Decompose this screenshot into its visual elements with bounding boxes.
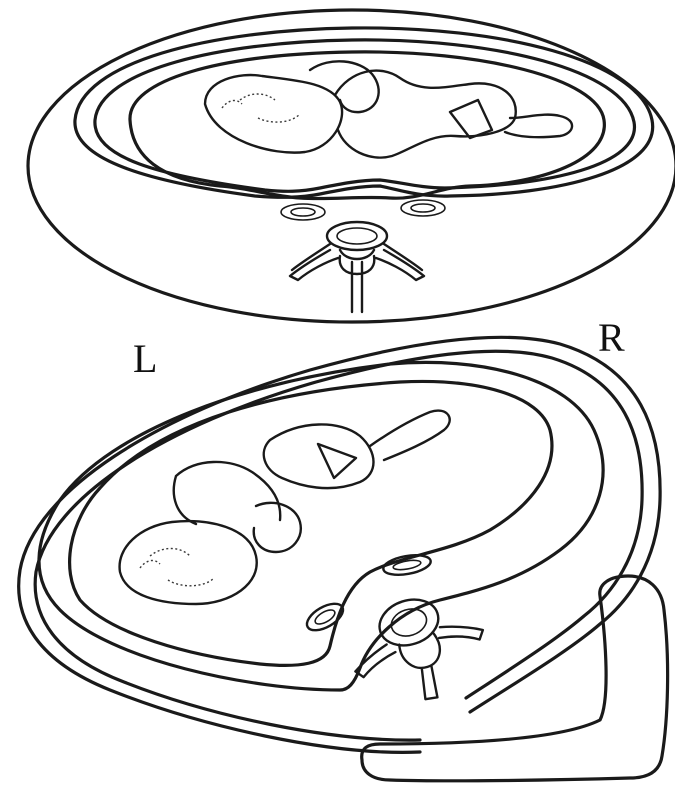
- right-side-label: R: [598, 318, 625, 358]
- vessel-left-inner-top: [291, 208, 315, 216]
- vertebra-bottom: [339, 581, 498, 719]
- vertebral-arch-bottom: [350, 615, 498, 719]
- fetus-body-top: [335, 71, 516, 158]
- left-side-label: L: [133, 339, 157, 379]
- tilt-wedge: [362, 576, 668, 781]
- transverse-process-top: [290, 250, 424, 280]
- vertebra-top: [290, 222, 424, 312]
- supine-cross-section: [28, 10, 675, 322]
- uterine-wall-tilted: [39, 362, 603, 690]
- vessel-right-top: [401, 200, 445, 216]
- fetus-body-bottom: [174, 462, 280, 524]
- vessel-right-inner-top: [411, 204, 435, 212]
- fetus-knee-bottom: [318, 444, 356, 478]
- tilted-cross-section: [19, 337, 668, 781]
- fetus-leg-bottom: [264, 424, 374, 488]
- vertebral-body-top: [327, 222, 387, 250]
- fetus-leg-top: [450, 100, 492, 138]
- fetus-top: [205, 61, 572, 157]
- fetus-face-sketch-bottom: [140, 549, 214, 586]
- vertebral-arch-top: [292, 244, 422, 312]
- vertebral-body-inner-top: [337, 228, 377, 244]
- vessel-lower-bottom: [303, 598, 348, 635]
- fetus-head-top: [205, 75, 342, 153]
- fetus-head-bottom: [120, 521, 257, 604]
- fetus-arm-bottom: [254, 503, 301, 552]
- fetus-foot-top: [505, 115, 572, 138]
- amniotic-cavity: [130, 52, 604, 199]
- fetus-foot-bottom: [370, 411, 450, 460]
- fetus-face-sketch-top: [222, 94, 300, 122]
- vessel-left-top: [281, 204, 325, 220]
